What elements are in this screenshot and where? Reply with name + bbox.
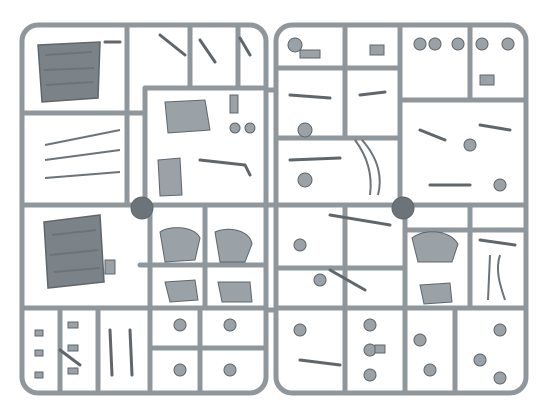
cloth-sheet bbox=[37, 41, 105, 289]
sprue-gate-disc bbox=[130, 196, 415, 220]
cable-bundle bbox=[44, 129, 506, 301]
frame-connector bbox=[266, 87, 276, 313]
weapon-part bbox=[58, 33, 517, 377]
left-sprue-frame bbox=[19, 22, 269, 396]
small-parts bbox=[34, 44, 495, 379]
figure-part bbox=[157, 37, 515, 385]
